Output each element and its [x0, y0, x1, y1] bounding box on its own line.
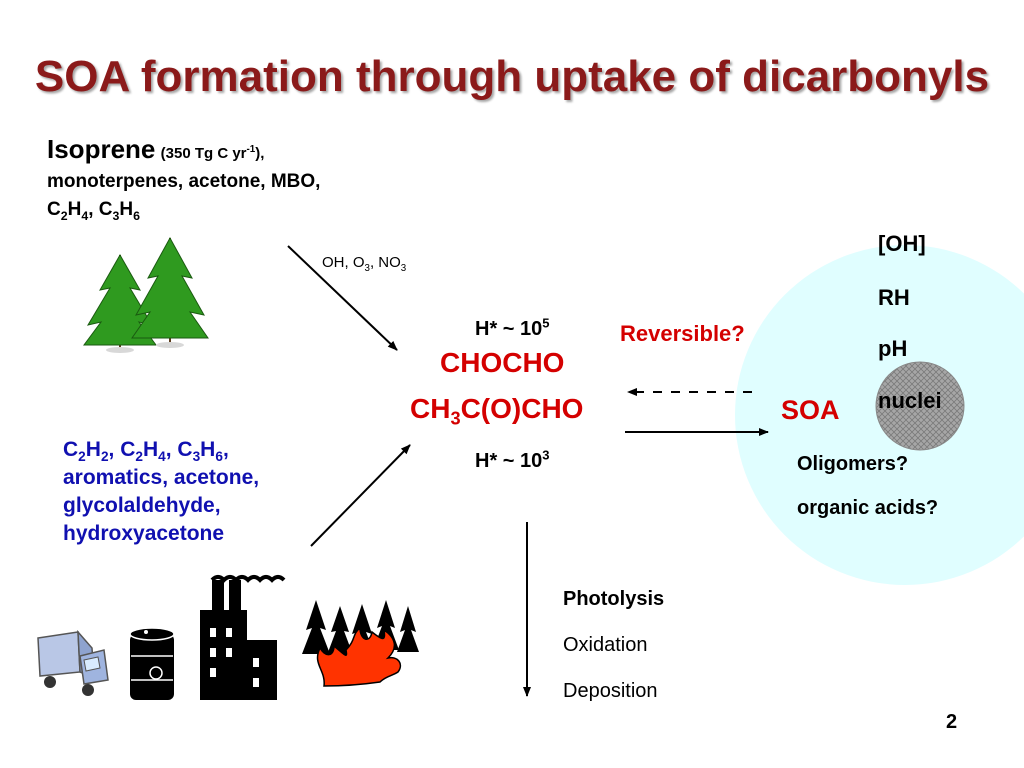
anthropogenic-arrow: [310, 444, 411, 547]
truck-icon: [37, 629, 109, 696]
oxidation-label: Oxidation: [563, 634, 648, 656]
factory-icon: [200, 575, 286, 700]
biogenic-arrow: [287, 245, 398, 351]
oh-label: [OH]: [878, 231, 926, 256]
henry-constant-methylglyoxal: H* ~ 103: [475, 447, 550, 472]
anthropogenic-line-2: aromatics, acetone,: [63, 466, 260, 489]
rh-label: RH: [878, 285, 910, 310]
biogenic-line-3: C2H4, C3H6: [47, 199, 140, 223]
isoprene-label: Isoprene: [47, 134, 156, 164]
nuclei-label: nuclei: [878, 388, 942, 413]
oil-barrel-icon: [129, 627, 175, 700]
deposition-label: Deposition: [563, 680, 658, 702]
anthropogenic-sources: C2H2, C2H4, C3H6, aromatics, acetone, gl…: [63, 436, 259, 548]
henry-constant-glyoxal: H* ~ 105: [475, 315, 550, 340]
oxidants-label: OH, O3, NO3: [322, 254, 407, 274]
biogenic-sources: Isoprene (350 Tg C yr-1), monoterpenes, …: [47, 135, 320, 224]
organic-acids-label: organic acids?: [797, 497, 939, 519]
anthropogenic-line-1: C2H2, C2H4, C3H6,: [63, 438, 229, 465]
page-number: 2: [946, 711, 958, 733]
glyoxal-label: CHOCHO: [440, 347, 565, 378]
ph-label: pH: [878, 336, 908, 361]
oligomers-label: Oligomers?: [797, 453, 909, 475]
pine-trees-icon: [83, 236, 209, 353]
reversible-label: Reversible?: [620, 321, 745, 346]
slide-title: SOA formation through uptake of dicarbon…: [34, 52, 990, 101]
biogenic-line-1: Isoprene (350 Tg C yr-1),: [47, 135, 320, 168]
isoprene-flux: (350 Tg C yr-1),: [160, 144, 265, 162]
photolysis-label: Photolysis: [563, 588, 665, 610]
soa-label: SOA: [781, 395, 840, 425]
biogenic-line-2: monoterpenes, acetone, MBO,: [47, 171, 321, 192]
anthropogenic-line-3: glycolaldehyde,: [63, 494, 221, 517]
forest-fire-icon: [302, 600, 419, 687]
methylglyoxal-label: CH3C(O)CHO: [410, 393, 584, 429]
anthropogenic-line-4: hydroxyacetone: [63, 522, 225, 545]
